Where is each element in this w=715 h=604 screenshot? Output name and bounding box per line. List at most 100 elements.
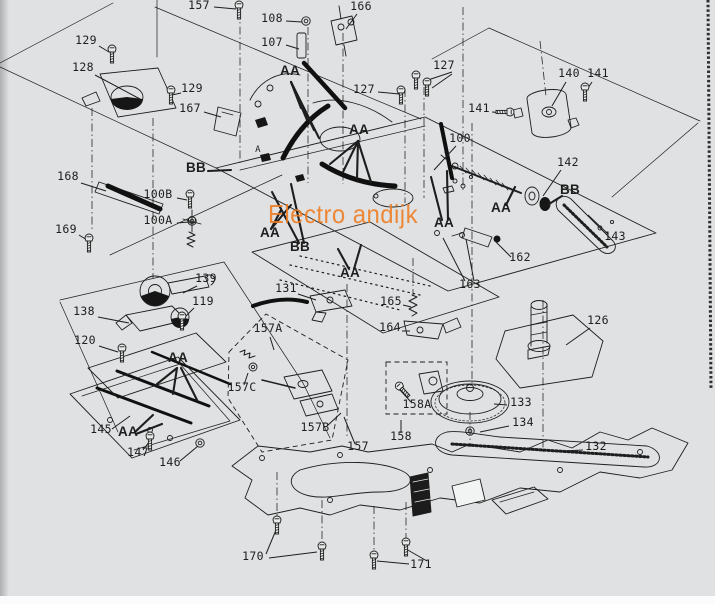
part-label-126: 126 [587, 313, 609, 327]
bracket-131 [309, 289, 353, 323]
leader-line [551, 81, 567, 107]
part-label-127: 127 [433, 58, 455, 72]
page-bottom-strip [0, 596, 715, 604]
washer-icon [195, 438, 205, 448]
part-label-119: 119 [192, 294, 214, 308]
leader-line [171, 92, 182, 96]
part-label-171: 171 [410, 557, 432, 571]
washer-icon [465, 426, 475, 436]
leader-line [285, 20, 303, 23]
pointer-fan-line [355, 139, 360, 180]
leader-line [431, 73, 453, 89]
part-label-129: 129 [75, 33, 97, 47]
screw-icon [401, 537, 411, 557]
leader-line [587, 214, 609, 235]
capstan-bracket-126 [495, 300, 604, 389]
screw-icon [272, 515, 282, 535]
washer-icon [301, 16, 311, 26]
pointer-fan-line [179, 366, 199, 402]
leader-line [405, 548, 428, 562]
screw-icon [394, 381, 411, 399]
roller-levers-138-139 [115, 274, 215, 332]
screw-icon [495, 107, 515, 117]
screw-icon [84, 233, 94, 253]
pointer-fan-line [547, 194, 564, 206]
part-label-168: 168 [57, 169, 79, 183]
leader-line [97, 316, 130, 324]
page-left-edge-shadow [0, 0, 9, 596]
screw-icon [317, 541, 327, 561]
leader-line [182, 285, 198, 294]
pointer-fan-line [429, 175, 444, 222]
pointer-fan-line [134, 422, 164, 436]
screw-icon [411, 70, 421, 90]
group-157-parts [239, 349, 339, 417]
leader-line [562, 449, 584, 452]
screw-icon [396, 85, 406, 105]
part-label-100: 100 [449, 131, 471, 145]
head-slide-assembly-145 [69, 332, 241, 459]
leader-line [265, 529, 277, 555]
part-label-BB: BB [560, 182, 580, 197]
hardware-glyphs [84, 0, 590, 570]
part-label-131: 131 [275, 281, 297, 295]
leader-line [399, 389, 412, 403]
part-label-AA: AA [280, 63, 300, 78]
group-157-dashed-outline [227, 313, 349, 453]
part-label-157: 157 [188, 0, 210, 12]
leader-line [442, 237, 466, 282]
part-label-108: 108 [261, 11, 283, 25]
leader-line [176, 221, 190, 224]
pointer-fan-line [171, 366, 179, 396]
leader-line [179, 445, 199, 462]
pointer-fan-line [445, 169, 450, 222]
leader-line [176, 197, 188, 201]
bracket-164-spring-165 [403, 294, 462, 340]
part-label-100B: 100B [144, 187, 173, 201]
leader-line [433, 145, 457, 171]
leader-line [343, 416, 356, 445]
dark-belt-and-lever-strokes [95, 60, 501, 425]
leader-line [542, 169, 562, 197]
pointer-fan-line [289, 80, 321, 140]
part-label-138: 138 [73, 304, 95, 318]
leader-line [565, 327, 591, 346]
screw-icon [166, 85, 176, 105]
leader-line [377, 91, 400, 95]
leader-line [243, 372, 249, 386]
part-label-157A: 157A [254, 321, 283, 335]
leader-line [345, 13, 358, 30]
leader-line [402, 304, 412, 308]
part-label-129: 129 [181, 81, 203, 95]
part-label-164: 164 [379, 320, 401, 334]
leader-line [80, 182, 107, 192]
part-label-169: 169 [55, 222, 77, 236]
watermark-text: Electro andijk [268, 199, 418, 229]
part-label-134: 134 [512, 415, 534, 429]
part-label-120: 120 [74, 333, 96, 347]
lever-162 [434, 227, 493, 248]
worm-shaft-142-belt-143 [440, 151, 616, 254]
leader-line [269, 336, 275, 351]
pointer-fan-line [206, 168, 233, 173]
washer-icon [187, 216, 197, 226]
base-plate [231, 427, 689, 517]
part-label-163: 163 [459, 277, 481, 291]
cam-lever-assembly-128 [81, 67, 242, 137]
part-label-170: 170 [242, 549, 264, 563]
part-label-157: 157 [347, 439, 369, 453]
part-label-141: 141 [468, 101, 490, 115]
screw-icon [580, 82, 590, 102]
part-label-128: 128 [72, 60, 94, 74]
part-label-AA: AA [491, 200, 511, 215]
part-label-AA: AA [168, 350, 188, 365]
pointer-fan-line [356, 139, 373, 184]
part-label-157C: 157C [228, 380, 257, 394]
screw-icon [107, 44, 117, 64]
part-label-107: 107 [261, 35, 283, 49]
part-label-BB: BB [186, 160, 206, 175]
pointer-fan-line [270, 190, 301, 245]
leader-lines [78, 6, 609, 565]
screw-icon [145, 431, 155, 451]
part-label-145: 145 [90, 422, 112, 436]
